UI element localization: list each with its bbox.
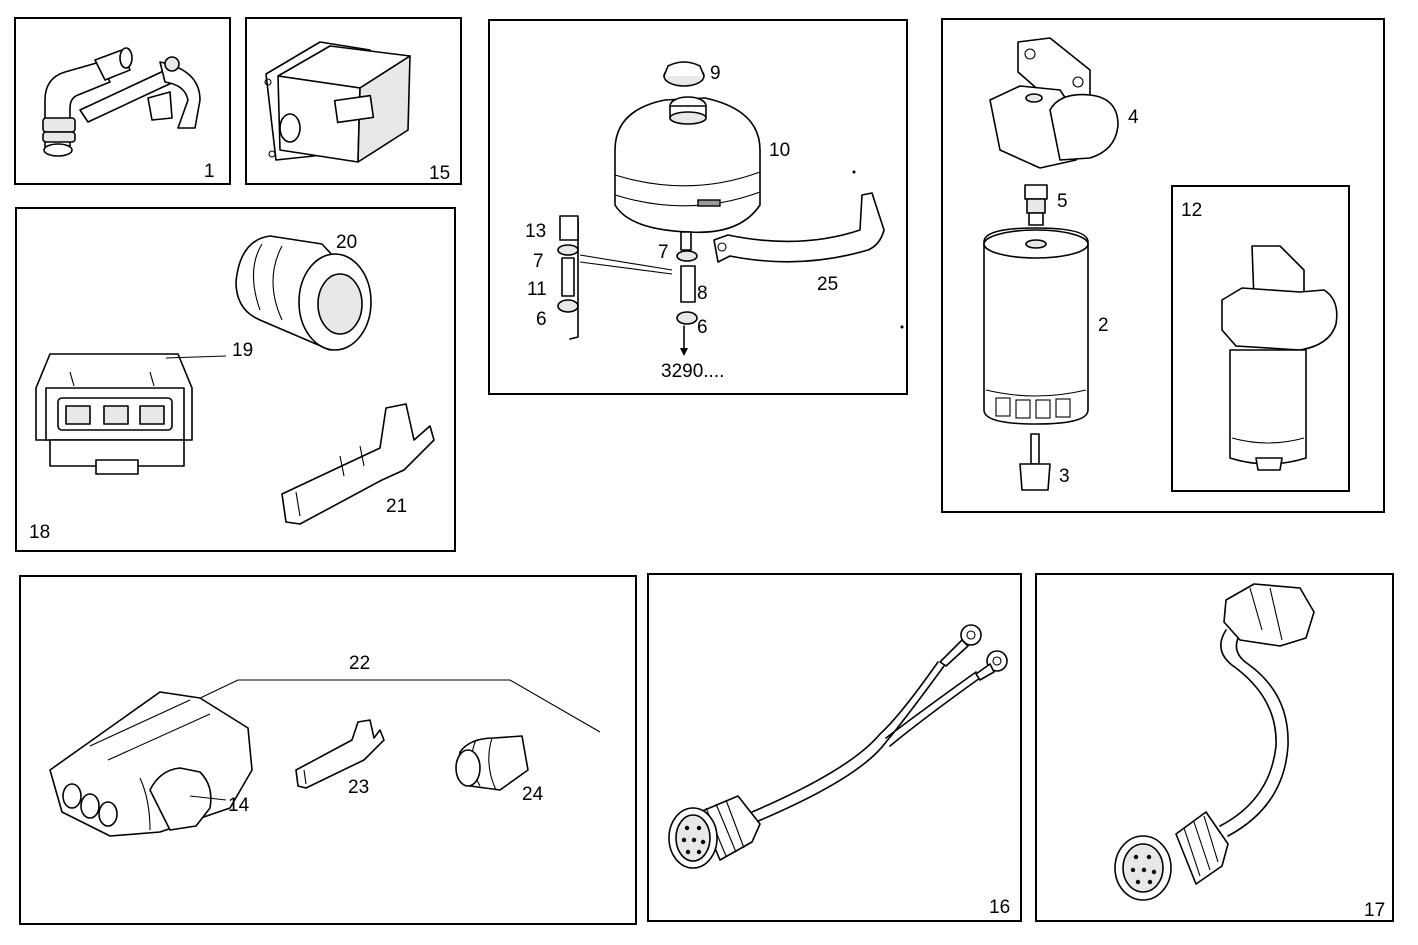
callout-23: 23 — [348, 777, 369, 798]
panel-part-16: 16 — [647, 573, 1022, 922]
callout-13: 13 — [525, 221, 546, 242]
callout-2: 2 — [1098, 315, 1109, 336]
connector-housing-drawing — [35, 353, 193, 475]
callout-8: 8 — [697, 283, 708, 304]
elbow-connector-drawing — [42, 47, 201, 157]
callout-24: 24 — [522, 784, 544, 805]
fitting-stack-drawing — [557, 215, 698, 356]
small-terminal-drawing — [295, 719, 385, 789]
callout-3290: 3290.... — [661, 361, 724, 382]
callout-11: 11 — [527, 279, 547, 300]
callout-17: 17 — [1364, 900, 1385, 921]
assembled-filter-drawing — [1221, 245, 1338, 471]
panel-expansion-tank: 9 10 13 7 11 6 7 8 6 25 3290.... — [488, 19, 908, 395]
filter-cartridge-drawing — [983, 227, 1089, 425]
callout-18: 18 — [29, 522, 50, 543]
callout-14: 14 — [228, 795, 250, 816]
callout-22: 22 — [349, 653, 370, 674]
ring-terminal-harness-drawing — [668, 624, 1008, 869]
callout-19: 19 — [232, 340, 253, 361]
callout-25: 25 — [817, 274, 838, 295]
callout-7-left: 7 — [533, 251, 544, 272]
mounting-strap-drawing — [713, 170, 904, 329]
callout-10: 10 — [769, 140, 790, 161]
panel-part-22: 22 23 24 14 — [19, 575, 637, 925]
callout-16: 16 — [989, 897, 1010, 918]
sealed-connector-drawing — [49, 691, 253, 837]
small-grommet-drawing — [455, 735, 529, 791]
callout-4: 4 — [1128, 107, 1139, 128]
tank-cap-drawing — [663, 61, 705, 87]
module-box-drawing — [264, 41, 411, 163]
callout-15: 15 — [429, 163, 450, 184]
seal-grommet-drawing — [235, 235, 372, 351]
terminal-pin-drawing — [281, 403, 435, 525]
callout-9: 9 — [710, 63, 721, 84]
callout-20: 20 — [336, 232, 357, 253]
callout-6-right: 6 — [697, 317, 708, 338]
leader-22 — [195, 679, 601, 733]
filter-head-drawing — [989, 37, 1119, 169]
expansion-tank-drawing — [614, 96, 761, 251]
callout-7-right: 7 — [658, 242, 669, 263]
callout-5: 5 — [1057, 191, 1068, 212]
drain-plug-drawing — [1019, 433, 1051, 491]
panel-part-18: 20 19 18 21 — [15, 207, 456, 552]
adapter-nipple-drawing — [1024, 184, 1048, 226]
callout-1: 1 — [204, 161, 215, 182]
panel-part-15: 15 — [245, 17, 462, 185]
callout-3: 3 — [1059, 466, 1070, 487]
callout-21: 21 — [386, 496, 407, 517]
leader-14 — [189, 795, 227, 801]
leader-19 — [165, 355, 227, 359]
callout-12: 12 — [1181, 200, 1202, 221]
adapter-harness-drawing — [1114, 583, 1315, 901]
panel-part-1: 1 — [14, 17, 231, 185]
panel-fuel-filter: 4 5 2 3 12 — [941, 18, 1385, 513]
callout-6-left: 6 — [536, 309, 547, 330]
panel-part-17: 17 — [1035, 573, 1394, 922]
